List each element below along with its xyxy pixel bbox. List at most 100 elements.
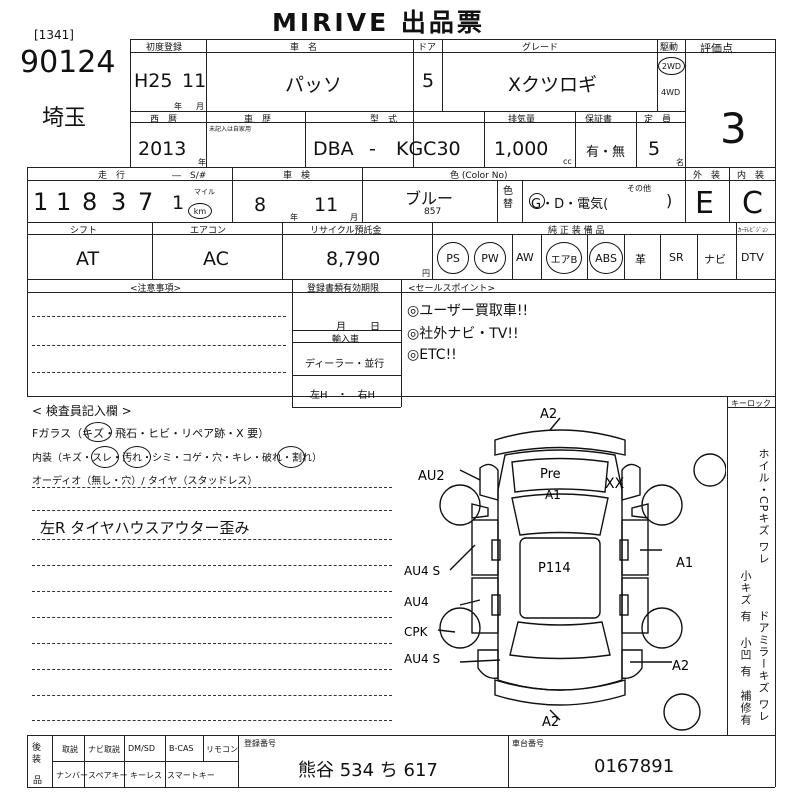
label-drive: 駆動 <box>660 43 679 53</box>
model-prefix: DBA <box>313 138 354 160</box>
month-unit: 月 <box>196 102 204 111</box>
lot-number: 90124 <box>20 45 116 80</box>
footer-option: DM/SD <box>128 744 155 753</box>
label-registration-no: 登録番号 <box>244 739 276 748</box>
footer-option: 取説 <box>62 745 78 754</box>
color-number: 857 <box>424 207 442 217</box>
sales-point: ◎社外ナビ・TV!! <box>407 326 519 342</box>
cc-unit: cc <box>563 157 572 166</box>
mile-unit: マイル <box>194 188 215 196</box>
paint-close: ) <box>666 191 673 210</box>
label-score: 評価点 <box>700 42 733 55</box>
year-unit: 年 <box>174 102 182 111</box>
equipment-aw: AW <box>516 251 534 264</box>
first-reg-month: 11 <box>182 70 207 92</box>
label-color: 色 (Color No) <box>450 171 508 181</box>
label-chassis-no: 車台番号 <box>512 739 544 748</box>
label-first-registration: 初度登録 <box>146 43 183 53</box>
label-model: 型 式 <box>370 115 398 125</box>
inspection-year-unit: 年 <box>290 213 298 222</box>
dealer-parallel: ディーラー・並行 <box>305 359 385 370</box>
mileage-digit: 1 <box>56 188 72 216</box>
drive-4wd: 4WD <box>661 88 681 97</box>
mileage-digit: 3 <box>111 188 127 216</box>
equipment-navi: ナビ <box>704 253 726 266</box>
first-reg-era: H25 <box>134 70 173 92</box>
shift-value: AT <box>76 248 100 270</box>
grade: Xクツロギ <box>508 74 598 96</box>
label-displacement: 排気量 <box>508 115 536 125</box>
cert-day-unit: 日 <box>370 322 380 333</box>
diagram-label: XX <box>605 476 625 492</box>
mileage-digit: 7 <box>138 188 154 216</box>
label-shift: シフト <box>70 226 98 236</box>
diagram-label: CPK <box>404 625 429 639</box>
drive-2wd: 2WD <box>661 61 682 71</box>
label-grade: グレード <box>522 43 559 53</box>
warranty-options: 有・無 <box>586 145 626 160</box>
label-ac: エアコン <box>190 226 227 236</box>
chassis-number: 0167891 <box>594 756 675 777</box>
license-plate: 熊谷 534 ち 617 <box>298 760 438 781</box>
inspector-line: 内装（キズ・スレ・汚れ・シミ・コゲ・穴・キレ・破れ・割れ） <box>32 453 322 464</box>
label-mileage-sub: ― S/# <box>172 171 207 181</box>
footer-option: ナンバー <box>56 771 88 780</box>
inspector-line: オーディオ（無し・穴）/ タイヤ（スタッドレス） <box>32 476 258 487</box>
label-capacity: 定 員 <box>644 115 672 125</box>
year-western-unit: 年 <box>198 158 206 167</box>
recycle-fee: 8,790 <box>326 248 381 270</box>
right-note-mirror: ドアミラーキズ ワレ <box>757 610 770 723</box>
footer-option: キーレス <box>130 771 162 780</box>
diagram-label: A1 <box>676 556 693 571</box>
inspector-line: Fガラス（キズ・飛石・ヒビ・リペア跡・X 要） <box>32 427 270 440</box>
equipment-airbag: エアB <box>546 242 582 274</box>
footer-option: B-CAS <box>169 744 194 753</box>
exterior-grade: E <box>695 186 714 221</box>
diagram-label: A2 <box>542 715 559 730</box>
year-western: 2013 <box>138 138 187 160</box>
label-warranty: 保証書 <box>585 115 613 125</box>
label-doors: ドア <box>418 43 437 53</box>
mileage-digit: 1 <box>172 192 185 214</box>
footer-option: リモコン <box>206 745 238 754</box>
region: 埼玉 <box>42 106 87 131</box>
equipment-airbag-label: エアB <box>550 254 578 266</box>
model-code: KGC30 <box>396 138 461 160</box>
label-inspector: < 検査員記入欄 > <box>32 404 132 418</box>
mileage-digit: 1 <box>33 188 49 216</box>
door-count: 5 <box>422 70 435 92</box>
diagram-label: Pre <box>540 467 561 482</box>
label-western-year: 西 暦 <box>150 115 178 125</box>
cert-month-unit: 月 <box>336 322 346 333</box>
circle-scuff <box>91 446 119 468</box>
right-note-repair: 補修有 <box>739 690 752 726</box>
label-exterior: 外 装 <box>693 171 721 181</box>
mileage-digit: 8 <box>82 188 98 216</box>
footer-option: ナビ取説 <box>88 745 120 754</box>
score: 3 <box>720 104 747 153</box>
label-import: 輸入車 <box>332 335 360 345</box>
paint-g-circle <box>529 193 545 209</box>
diagram-label: AU4 <box>404 595 429 609</box>
equipment-pw: PW <box>474 242 506 274</box>
footer-label: 後装 <box>32 743 42 765</box>
capacity: 5 <box>648 138 661 160</box>
label-recycle: リサイクル預託金 <box>310 226 382 236</box>
inspector-handwritten-note: 左R タイヤハウスアウター歪み <box>40 519 250 537</box>
equipment-abs-label: ABS <box>595 251 617 265</box>
label-certificate: 登録書類有効期限 <box>307 284 380 294</box>
label-sales-points: <セールスポイント> <box>408 284 496 294</box>
car-diagram: A2 AU2 Pre A1 XX P114 A1 AU4 S AU4 CPK A… <box>404 407 726 731</box>
paint-change-label: 色替 <box>503 186 513 210</box>
car-name: パッソ <box>285 74 343 96</box>
color-name: ブルー <box>405 189 454 208</box>
steering-side: 左H ・ 右H <box>310 390 376 401</box>
label-history: 車 歴 <box>244 115 272 125</box>
paint-other: その他 <box>627 184 651 193</box>
lot-bracket: [1341] <box>34 28 74 42</box>
label-mileage: 走 行 <box>98 171 126 181</box>
equipment-ps: PS <box>437 242 469 274</box>
diagram-label: AU2 <box>418 469 445 484</box>
right-note-wheel: ホイル・CPキズ ワレ <box>757 448 770 565</box>
right-note-small-scratch: 小キズ 有 <box>739 570 752 623</box>
